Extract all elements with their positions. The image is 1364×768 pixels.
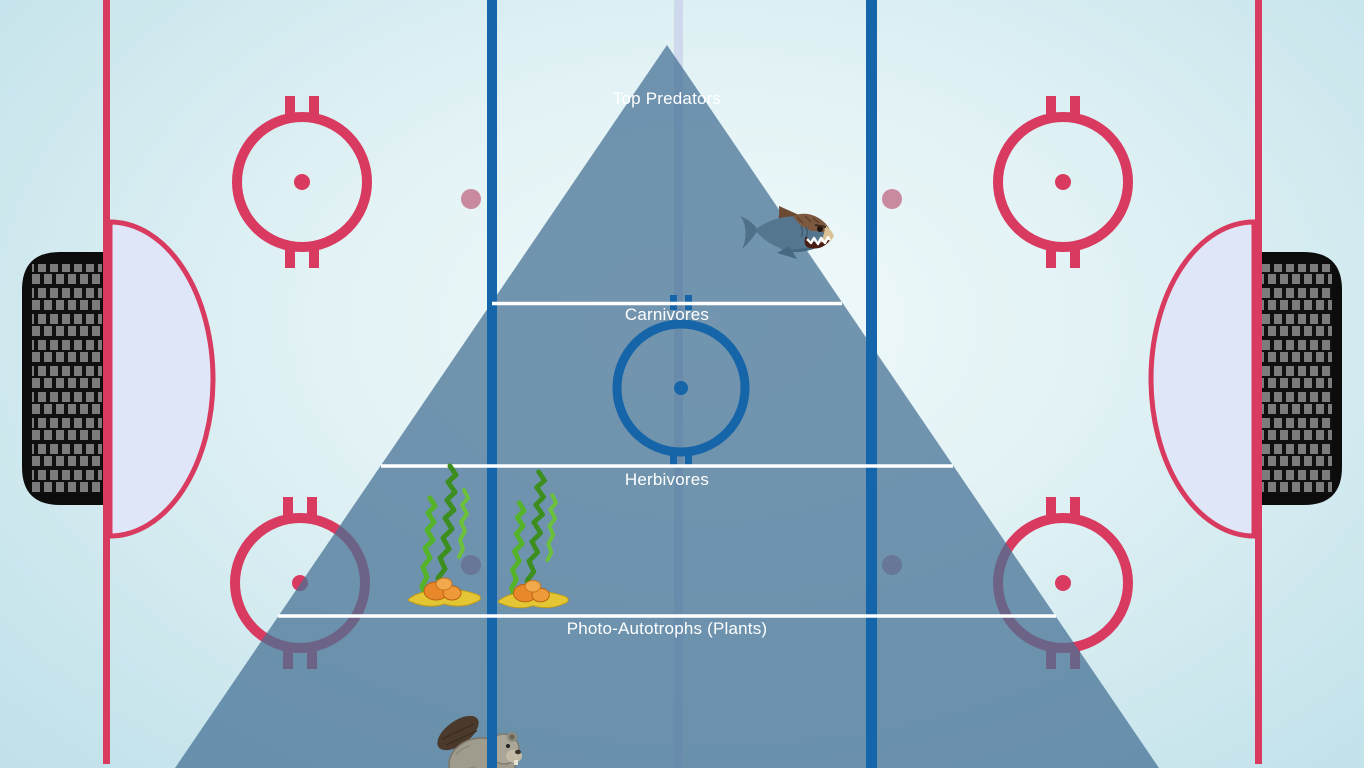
label-herbivores: Herbivores (624, 470, 710, 489)
goal-line-left (103, 0, 110, 764)
label-photo-autotrophs: Photo-Autotrophs (Plants) (566, 619, 768, 638)
faceoff-dot-top-right (882, 189, 902, 209)
goal-crease-left (107, 219, 216, 539)
goal-line-right (1255, 0, 1262, 764)
faceoff-circle-top-left (237, 96, 367, 268)
label-top-predators: Top Predators (612, 89, 722, 108)
beaver-image[interactable] (432, 709, 522, 768)
rink-over-layer (278, 0, 1056, 768)
drop-zone-top-predators[interactable] (492, 45, 842, 303)
rink-under-layer (22, 0, 1342, 768)
faceoff-dot-top-left (461, 189, 481, 209)
goal-right (1258, 252, 1342, 505)
blue-line-left (487, 0, 497, 768)
shark-image[interactable] (740, 206, 834, 259)
faceoff-circle-top-right (998, 96, 1128, 268)
goal-crease-right (1148, 219, 1257, 539)
label-carnivores: Carnivores (624, 305, 710, 324)
drop-zone-carnivores[interactable] (380, 303, 955, 466)
goal-left (22, 252, 106, 505)
blue-line-right (866, 0, 877, 768)
